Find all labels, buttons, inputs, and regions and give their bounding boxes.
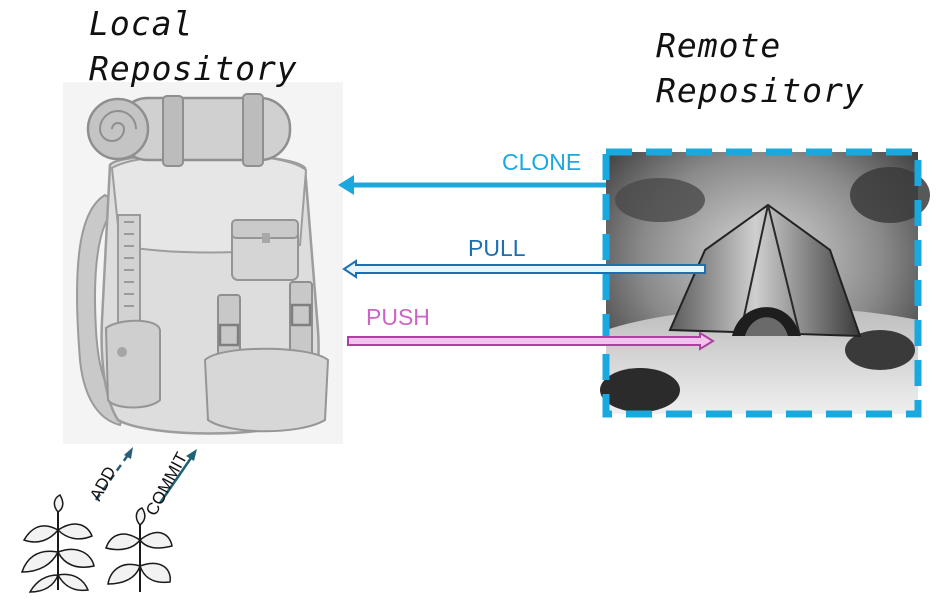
plant-icon bbox=[105, 507, 173, 592]
remote-title-line1: Remote bbox=[656, 26, 782, 65]
plant-icon bbox=[20, 494, 95, 593]
pull-label: PULL bbox=[468, 235, 526, 261]
add-arrow bbox=[94, 447, 133, 501]
remote-title-line2: Repository bbox=[656, 71, 865, 110]
pull-arrow bbox=[342, 259, 706, 279]
tent-icon bbox=[600, 148, 930, 418]
clone-arrow bbox=[338, 175, 606, 195]
local-repository-title: Local Repository bbox=[89, 1, 298, 91]
local-title-line1: Local bbox=[89, 4, 194, 43]
backpack-icon bbox=[63, 82, 343, 444]
push-label: PUSH bbox=[366, 304, 430, 330]
remote-repository-title: Remote Repository bbox=[656, 23, 865, 113]
clone-label: CLONE bbox=[502, 149, 582, 175]
local-title-line2: Repository bbox=[89, 49, 298, 88]
push-arrow bbox=[347, 331, 715, 351]
commit-arrow bbox=[158, 449, 197, 504]
